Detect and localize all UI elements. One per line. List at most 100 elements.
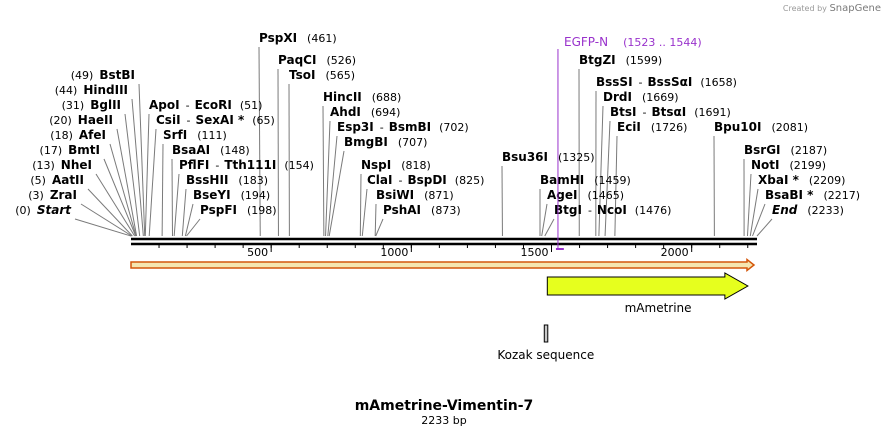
site-leader-line xyxy=(361,188,368,237)
site-bsshii[interactable]: BssHII(183) xyxy=(186,173,268,187)
site-position: (1476) xyxy=(635,204,672,217)
site-nspi[interactable]: NspI(818) xyxy=(361,158,431,172)
site-position: (65) xyxy=(252,114,275,127)
site-paqci[interactable]: PaqCI(526) xyxy=(278,53,356,67)
site-separator: - xyxy=(215,159,219,172)
site-haeii[interactable]: HaeII(20) xyxy=(49,113,113,127)
site-name: TsoI xyxy=(289,68,315,82)
site-pspfi[interactable]: PspFI(198) xyxy=(200,203,277,217)
site-bamhi[interactable]: BamHI(1459) xyxy=(540,173,631,187)
site-name: BmgBI xyxy=(344,135,388,149)
site-leader-line xyxy=(749,188,759,237)
site-position: (1726) xyxy=(651,121,688,134)
site-leader-line xyxy=(614,135,618,237)
site-bsiwi[interactable]: BsiWI(871) xyxy=(376,188,454,202)
site-position: (1599) xyxy=(626,54,663,67)
site-name: SrfI xyxy=(163,128,187,142)
site-position: (49) xyxy=(71,69,94,82)
site-leader-line xyxy=(87,188,133,237)
site-bmti[interactable]: BmtI(17) xyxy=(40,143,100,157)
site-separator: - xyxy=(643,106,647,119)
site-apoi[interactable]: ApoI-EcoRI(51) xyxy=(149,98,262,112)
sequence-length: 2233 bp xyxy=(421,414,466,427)
site-leader-line xyxy=(186,218,201,237)
site-clai[interactable]: ClaI-BspDI(825) xyxy=(367,173,484,187)
site-ahdi[interactable]: AhdI(694) xyxy=(330,105,400,119)
site-position: (5) xyxy=(30,174,46,187)
site-name: PflFI xyxy=(179,158,209,172)
site-name: BstBI xyxy=(99,68,135,82)
site-agei[interactable]: AgeI (1465) xyxy=(547,188,624,202)
site-name: BglII xyxy=(90,98,121,112)
site-position: (1669) xyxy=(642,91,679,104)
kozak-box[interactable] xyxy=(543,324,549,343)
site-pspxi[interactable]: PspXI(461) xyxy=(259,31,337,45)
site-position: (18) xyxy=(50,129,73,142)
site-position: (871) xyxy=(424,189,454,202)
site-bglii[interactable]: BglII (31) xyxy=(62,98,121,112)
site-position: (148) xyxy=(220,144,250,157)
ruler-tick-label: 1000 xyxy=(380,246,408,259)
site-name: NotI xyxy=(751,158,780,172)
site-name: DrdI xyxy=(603,90,632,104)
site-name: AgeI xyxy=(547,188,577,202)
orf-arrow[interactable] xyxy=(130,257,756,273)
site-position: (818) xyxy=(401,159,431,172)
snapgene-credit: Created by SnapGene xyxy=(783,3,881,14)
site-pshai[interactable]: PshAI(873) xyxy=(383,203,461,217)
site-aatii[interactable]: AatII(5) xyxy=(30,173,84,187)
site-position: (111) xyxy=(197,129,227,142)
site-bpu10i[interactable]: Bpu10I(2081) xyxy=(714,120,808,134)
site-csii[interactable]: CsiI-SexAI *(65) xyxy=(156,113,275,127)
site-drdi[interactable]: DrdI (1669) xyxy=(603,90,679,104)
site-btgzi[interactable]: BtgZI (1599) xyxy=(579,53,662,67)
site-position: (154) xyxy=(284,159,314,172)
site-end[interactable]: End(2233) xyxy=(772,203,844,217)
site-bstbi[interactable]: BstBI (49) xyxy=(71,68,135,82)
site-tsoi[interactable]: TsoI(565) xyxy=(289,68,355,82)
site-position: (873) xyxy=(431,204,461,217)
site-leader-line xyxy=(144,113,150,237)
site-hincii[interactable]: HincII(688) xyxy=(323,90,401,104)
site-xbai[interactable]: XbaI *(2209) xyxy=(758,173,845,187)
site-btgi[interactable]: BtgI-NcoI(1476) xyxy=(554,203,671,217)
site-bsssi[interactable]: BssSI-BssSαI(1658) xyxy=(596,75,737,89)
site-bsrgi[interactable]: BsrGI(2187) xyxy=(744,143,827,157)
site-noti[interactable]: NotI(2199) xyxy=(751,158,826,172)
site-bsabi[interactable]: BsaBI *(2217) xyxy=(765,188,860,202)
feature-mametrine[interactable]: mAmetrine xyxy=(546,272,749,315)
credit-prefix: Created by xyxy=(782,4,827,13)
site-name: AfeI xyxy=(79,128,106,142)
site-leader-line xyxy=(181,188,187,237)
site-position: (1459) xyxy=(594,174,631,187)
feature-kozak[interactable]: Kozak sequence xyxy=(497,324,594,362)
site-nhei[interactable]: NheI(13) xyxy=(32,158,92,172)
site-start[interactable]: Start(0) xyxy=(15,203,72,217)
site-bseyi[interactable]: BseYI(194) xyxy=(193,188,270,202)
site-hindiii[interactable]: HindIII(44) xyxy=(55,83,128,97)
primer-annotation[interactable]: EGFP-N(1523 .. 1544) xyxy=(555,35,702,250)
site-bmgbi[interactable]: BmgBI(707) xyxy=(344,135,427,149)
site-name-isoschizomer: BtsαI xyxy=(651,105,686,119)
site-afei[interactable]: AfeI (18) xyxy=(50,128,106,142)
site-name: BseYI xyxy=(193,188,231,202)
site-srfi[interactable]: SrfI (111) xyxy=(163,128,227,142)
site-name-isoschizomer: EcoRI xyxy=(195,98,232,112)
site-name: Bpu10I xyxy=(714,120,761,134)
site-position: (183) xyxy=(238,174,268,187)
site-position: (1465) xyxy=(587,189,624,202)
site-esp3i[interactable]: Esp3I-BsmBI(702) xyxy=(337,120,469,134)
mametrine-arrow[interactable] xyxy=(546,272,749,300)
site-pflfi[interactable]: PflFI-Tth111I(154) xyxy=(179,158,314,172)
site-name: PspXI xyxy=(259,31,297,45)
site-btsi[interactable]: BtsI-BtsαI(1691) xyxy=(610,105,731,119)
site-leader-line xyxy=(148,128,157,237)
site-leader-line xyxy=(756,218,773,237)
site-separator: - xyxy=(187,114,191,127)
site-bsaai[interactable]: BsaAI(148) xyxy=(172,143,250,157)
site-bsu36i[interactable]: Bsu36I(1325) xyxy=(502,150,595,164)
site-name: BtgZI xyxy=(579,53,616,67)
site-zrai[interactable]: ZraI(3) xyxy=(28,188,77,202)
site-position: (31) xyxy=(62,99,85,112)
site-ecii[interactable]: EciI(1726) xyxy=(617,120,687,134)
